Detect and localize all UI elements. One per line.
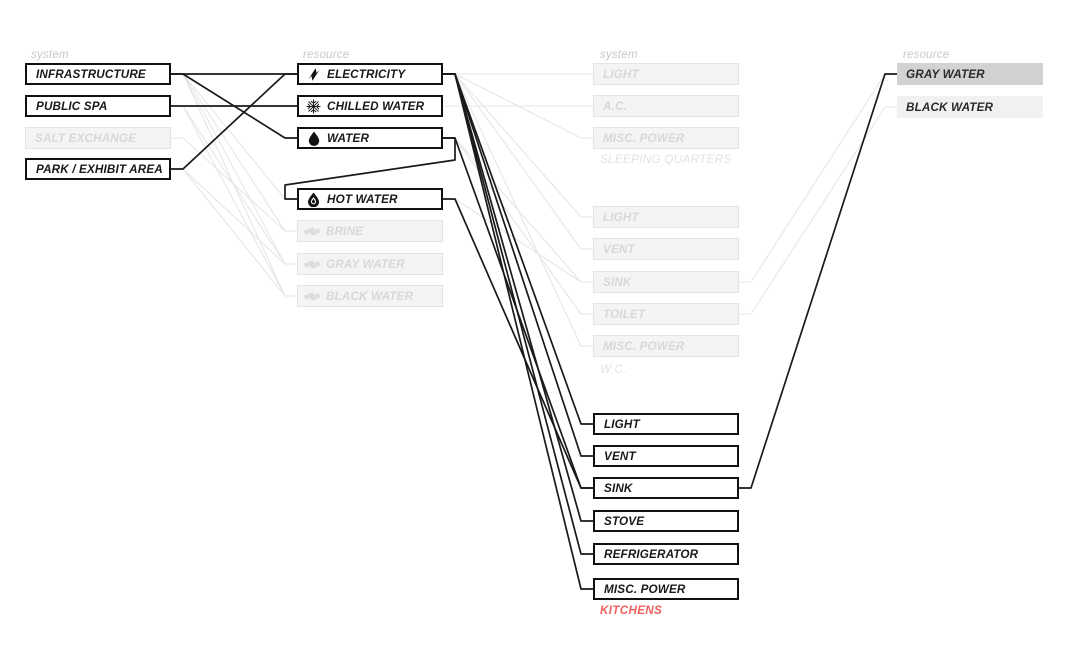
- node-electricity[interactable]: ELECTRICITY: [297, 63, 443, 85]
- node-label: GRAY WATER: [326, 257, 405, 271]
- node-park-exhibit[interactable]: PARK / EXHIBIT AREA: [25, 158, 171, 180]
- node-public-spa[interactable]: PUBLIC SPA: [25, 95, 171, 117]
- node-sq-light[interactable]: LIGHT: [593, 63, 739, 85]
- node-label: LIGHT: [603, 210, 639, 224]
- node-black-water-in[interactable]: BLACK WATER: [297, 285, 443, 307]
- droplet-icon: [305, 130, 322, 146]
- node-k-stove[interactable]: STOVE: [593, 510, 739, 532]
- group-label-group-wc: W.C.: [600, 363, 627, 376]
- node-label: PARK / EXHIBIT AREA: [36, 162, 163, 176]
- node-hot-water[interactable]: HOT WATER: [297, 188, 443, 210]
- node-wc-misc-power[interactable]: MISC. POWER: [593, 335, 739, 357]
- node-k-misc-power[interactable]: MISC. POWER: [593, 578, 739, 600]
- node-wc-sink[interactable]: SINK: [593, 271, 739, 293]
- node-label: ELECTRICITY: [327, 67, 406, 81]
- snowflake-icon: [305, 98, 322, 114]
- node-chilled-water[interactable]: CHILLED WATER: [297, 95, 443, 117]
- hot-droplet-icon: [305, 191, 322, 207]
- node-label: TOILET: [603, 307, 646, 321]
- node-label: MISC. POWER: [604, 582, 686, 596]
- node-label: SALT EXCHANGE: [35, 131, 137, 145]
- pipe-icon: [304, 223, 321, 239]
- node-label: BLACK WATER: [326, 289, 414, 303]
- node-gray-water-in[interactable]: GRAY WATER: [297, 253, 443, 275]
- node-label: HOT WATER: [327, 192, 398, 206]
- column-header-system: system: [600, 49, 638, 61]
- node-label: GRAY WATER: [906, 67, 985, 81]
- node-label: LIGHT: [603, 67, 639, 81]
- node-salt-exchange[interactable]: SALT EXCHANGE: [25, 127, 171, 149]
- node-label: BLACK WATER: [906, 100, 994, 114]
- node-k-sink[interactable]: SINK: [593, 477, 739, 499]
- node-label: CHILLED WATER: [327, 99, 425, 113]
- node-label: LIGHT: [604, 417, 640, 431]
- column-header-resource: resource: [903, 49, 950, 61]
- node-k-refrigerator[interactable]: REFRIGERATOR: [593, 543, 739, 565]
- node-brine[interactable]: BRINE: [297, 220, 443, 242]
- node-label: A.C.: [603, 99, 627, 113]
- node-label: MISC. POWER: [603, 131, 685, 145]
- group-label-group-sleeping-quarters: SLEEPING QUARTERS: [600, 153, 732, 166]
- node-label: INFRASTRUCTURE: [36, 67, 146, 81]
- node-label: MISC. POWER: [603, 339, 685, 353]
- node-label: STOVE: [604, 514, 645, 528]
- lightning-icon: [305, 66, 322, 82]
- node-label: PUBLIC SPA: [36, 99, 108, 113]
- node-label: REFRIGERATOR: [604, 547, 699, 561]
- pipe-icon: [304, 288, 321, 304]
- node-label: WATER: [327, 131, 370, 145]
- node-wc-light[interactable]: LIGHT: [593, 206, 739, 228]
- column-header-system: system: [31, 49, 69, 61]
- node-k-vent[interactable]: VENT: [593, 445, 739, 467]
- node-sq-ac[interactable]: A.C.: [593, 95, 739, 117]
- node-wc-vent[interactable]: VENT: [593, 238, 739, 260]
- node-label: SINK: [603, 275, 632, 289]
- pipe-icon: [304, 256, 321, 272]
- node-wc-toilet[interactable]: TOILET: [593, 303, 739, 325]
- group-label-group-kitchens: KITCHENS: [600, 604, 663, 617]
- node-label: VENT: [603, 242, 635, 256]
- node-sq-misc-power[interactable]: MISC. POWER: [593, 127, 739, 149]
- node-label: SINK: [604, 481, 633, 495]
- node-gray-water-out[interactable]: GRAY WATER: [897, 63, 1043, 85]
- node-k-light[interactable]: LIGHT: [593, 413, 739, 435]
- node-water[interactable]: WATER: [297, 127, 443, 149]
- node-infrastructure[interactable]: INFRASTRUCTURE: [25, 63, 171, 85]
- node-black-water-out[interactable]: BLACK WATER: [897, 96, 1043, 118]
- node-label: VENT: [604, 449, 636, 463]
- column-header-resource: resource: [303, 49, 350, 61]
- node-label: BRINE: [326, 224, 364, 238]
